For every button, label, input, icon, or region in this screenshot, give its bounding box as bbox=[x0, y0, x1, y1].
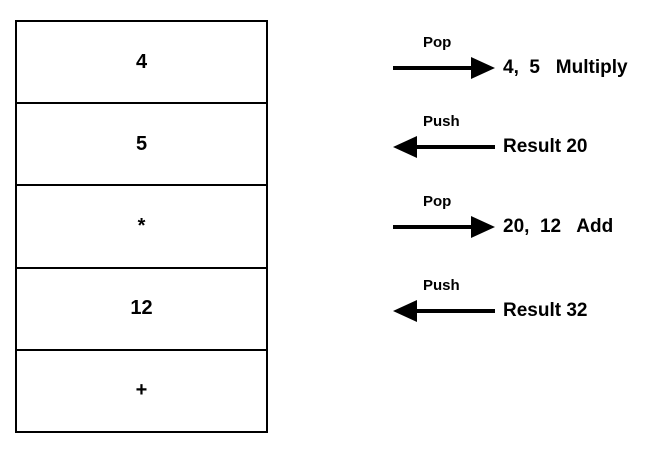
left-arrow-icon bbox=[393, 300, 495, 322]
push-label: Push bbox=[423, 113, 460, 130]
stack-cell-0: 4 bbox=[17, 22, 266, 105]
left-arrow-icon bbox=[393, 136, 495, 158]
arrow-shaft bbox=[415, 309, 495, 313]
arrow-head bbox=[471, 57, 495, 79]
pop-label: Pop bbox=[423, 34, 452, 51]
stack-cell-3: 12 bbox=[17, 269, 266, 351]
push-label: Push bbox=[423, 277, 460, 294]
arrow-shaft bbox=[393, 225, 473, 229]
operation-text: Result 32 bbox=[503, 300, 588, 321]
operation-text: 4, 5 Multiply bbox=[503, 57, 628, 78]
stack-cell-2: * bbox=[17, 186, 266, 269]
arrow-head bbox=[393, 136, 417, 158]
pop-label: Pop bbox=[423, 193, 452, 210]
stack-cell-1: 5 bbox=[17, 104, 266, 187]
right-arrow-icon bbox=[393, 216, 495, 238]
operation-row-pop-add: Pop 20, 12 Add bbox=[393, 193, 643, 239]
arrow-shaft bbox=[393, 66, 473, 70]
operation-row-pop-multiply: Pop 4, 5 Multiply bbox=[393, 34, 643, 80]
arrow-head bbox=[471, 216, 495, 238]
right-arrow-icon bbox=[393, 57, 495, 79]
operation-row-push-result-20: Push Result 20 bbox=[393, 113, 643, 159]
arrow-shaft bbox=[415, 145, 495, 149]
operation-text: 20, 12 Add bbox=[503, 216, 614, 237]
operation-text: Result 20 bbox=[503, 136, 588, 157]
stack-box: 4 5 * 12 + bbox=[15, 20, 268, 433]
arrow-head bbox=[393, 300, 417, 322]
stack-cell-4: + bbox=[135, 379, 148, 402]
operation-row-push-result-32: Push Result 32 bbox=[393, 277, 643, 323]
